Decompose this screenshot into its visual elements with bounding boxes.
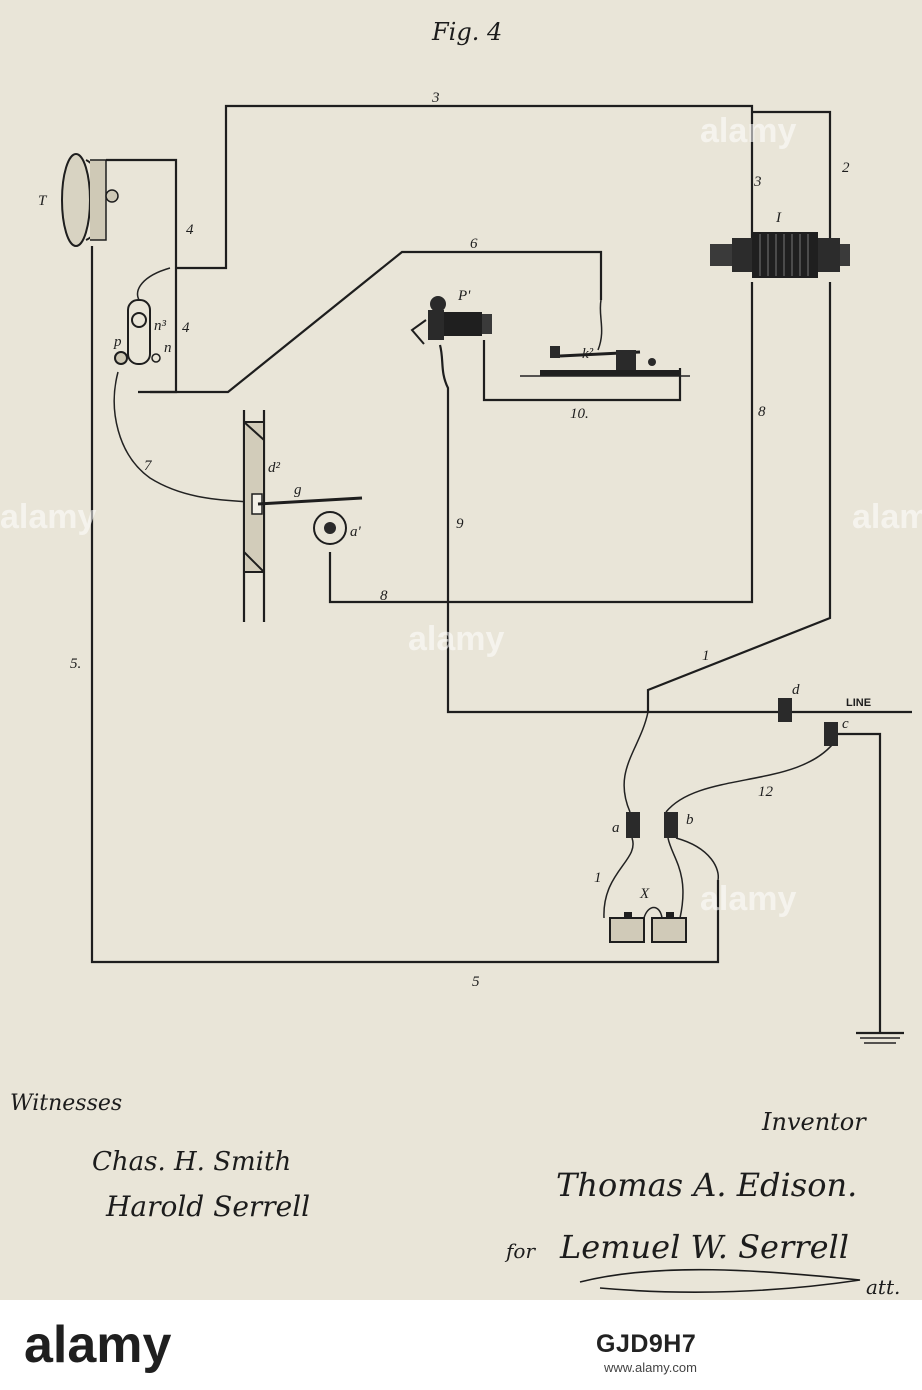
watermark-text: alamy [408, 620, 504, 659]
wire-label-12: 12 [758, 784, 774, 800]
wire-label-10: 10. [570, 406, 589, 422]
label-terminal-d: d [792, 682, 800, 698]
patent-sheet: Fig. 4 [0, 0, 922, 1300]
wire-label-5-bottom: 5 [472, 974, 480, 990]
ground-symbol [856, 1033, 904, 1043]
witness-2-signature: Harold Serrell [105, 1190, 310, 1223]
label-magnet: a' [350, 524, 362, 540]
label-post-n: n [164, 340, 172, 356]
image-url: www.alamy.com [604, 1360, 697, 1375]
wire-label-3-top: 3 [431, 90, 440, 106]
recording-drum [244, 410, 264, 622]
signature-flourish [580, 1270, 860, 1293]
label-key: k² [582, 346, 594, 362]
label-battery: X [639, 886, 650, 902]
battery-link [644, 908, 662, 919]
telephone-receiver [62, 154, 118, 246]
watermark-text: alamy [700, 880, 796, 919]
label-terminal-a: a [612, 820, 620, 836]
telegraph-key [520, 346, 690, 376]
label-induction-coil: I [775, 210, 782, 226]
attorney-prefix: for [504, 1239, 536, 1263]
label-lever-post: p [113, 334, 122, 350]
battery [610, 912, 686, 942]
label-line: LINE [846, 697, 871, 709]
wire-label-8-right: 8 [758, 404, 766, 420]
attorney-suffix: att. [866, 1275, 900, 1299]
label-stylus: g [294, 482, 302, 498]
wire-label-1-top: 1 [702, 648, 710, 664]
magnet [314, 512, 346, 544]
watermark-text: alamy [700, 112, 796, 151]
wire-6-coil [598, 300, 602, 350]
battery-lead-right [668, 838, 683, 918]
wire-label-5-side: 5. [70, 656, 81, 672]
inventor-signature: Thomas A. Edison. [556, 1166, 857, 1204]
binding-posts [626, 698, 838, 838]
label-post-n3: n³ [154, 318, 167, 334]
image-id: GJD9H7 [596, 1330, 696, 1359]
battery-lead-outer [676, 838, 718, 880]
watermark-text: alamy [852, 498, 922, 537]
watermark-text: alamy [0, 498, 96, 537]
stylus [258, 498, 362, 504]
wire-6 [138, 252, 601, 392]
witness-1-signature: Chas. H. Smith [92, 1147, 291, 1177]
wire-label-8-bottom: 8 [380, 588, 388, 604]
battery-lead-left [604, 838, 633, 918]
lead-a [624, 712, 648, 812]
label-drum: d² [268, 460, 281, 476]
witnesses-heading: Witnesses [10, 1091, 122, 1116]
ground-wire [836, 734, 880, 1033]
wire-label-4-top: 4 [186, 222, 194, 238]
figure-title: Fig. 4 [431, 18, 502, 46]
label-relay: P' [457, 288, 471, 304]
wire-1 [648, 282, 830, 712]
wire-label-6: 6 [470, 236, 478, 252]
svg-text:alamy: alamy [24, 1316, 172, 1374]
relay [412, 296, 492, 344]
switch-lever [115, 268, 170, 364]
stock-footer: alamy GJD9H7 www.alamy.com [0, 1300, 922, 1390]
wire-label-1-bottom: 1 [594, 870, 602, 886]
wire-8 [330, 282, 752, 602]
wire-label-9: 9 [456, 516, 464, 532]
wire-label-4-bottom: 4 [182, 320, 190, 336]
induction-coil [710, 232, 850, 278]
wire-label-7: 7 [144, 458, 153, 474]
label-telephone: T [38, 193, 48, 209]
wire-label-2: 2 [842, 160, 850, 176]
wire-12 [666, 740, 836, 812]
wire-label-3-side: 3 [753, 174, 762, 190]
wire-3 [175, 106, 752, 268]
label-terminal-b: b [686, 812, 694, 828]
alamy-logo: alamy [24, 1314, 224, 1376]
inventor-heading: Inventor [761, 1108, 867, 1136]
attorney-signature: Lemuel W. Serrell [559, 1228, 849, 1266]
label-terminal-c: c [842, 716, 849, 732]
